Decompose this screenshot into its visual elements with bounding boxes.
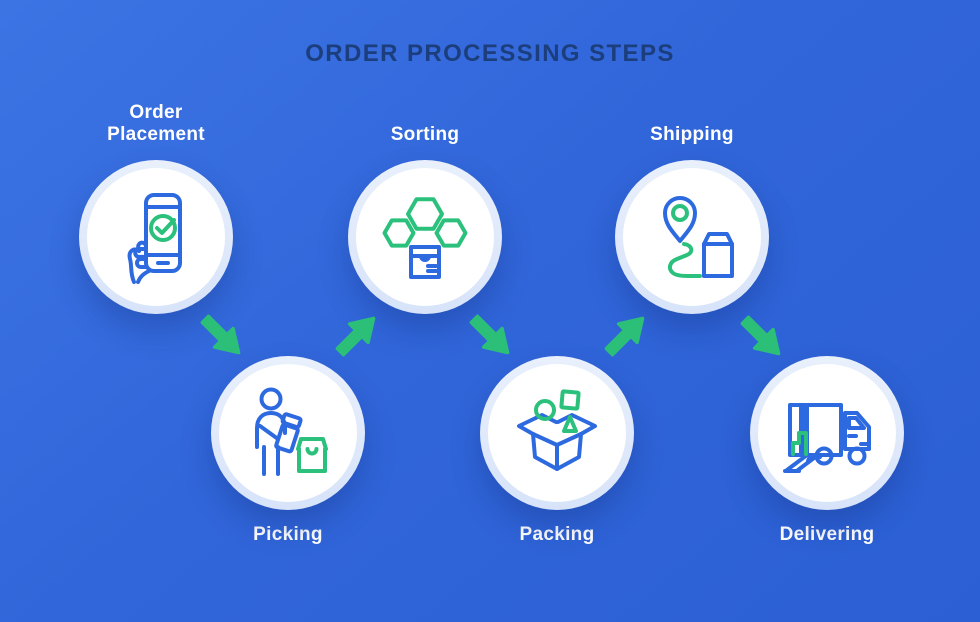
flow-arrow-5-icon xyxy=(728,303,796,371)
flow-arrow-4-icon xyxy=(592,301,660,369)
step-circle-delivering xyxy=(750,356,904,510)
flow-arrow-3-icon xyxy=(457,302,525,370)
step-label-sorting: Sorting xyxy=(390,124,460,145)
flow-arrow-1-icon xyxy=(188,302,256,370)
step-label-delivering: Delivering xyxy=(779,524,875,545)
delivery-truck-icon xyxy=(758,364,896,502)
step-circle-sorting xyxy=(348,160,502,314)
packing-box-icon xyxy=(488,364,626,502)
shipping-route-icon xyxy=(623,168,761,306)
phone-check-icon xyxy=(87,168,225,306)
step-label-packing: Packing xyxy=(519,524,595,545)
sorting-hexagons-icon xyxy=(356,168,494,306)
step-circle-packing xyxy=(480,356,634,510)
step-label-picking: Picking xyxy=(253,524,323,545)
step-label-order-placement: Order Placement xyxy=(107,102,205,146)
step-label-shipping: Shipping xyxy=(650,124,734,145)
flow-arrow-2-icon xyxy=(323,301,391,369)
step-circle-order-placement xyxy=(79,160,233,314)
picking-person-icon xyxy=(219,364,357,502)
step-circle-shipping xyxy=(615,160,769,314)
step-circle-picking xyxy=(211,356,365,510)
page-title: ORDER PROCESSING STEPS xyxy=(305,40,675,67)
